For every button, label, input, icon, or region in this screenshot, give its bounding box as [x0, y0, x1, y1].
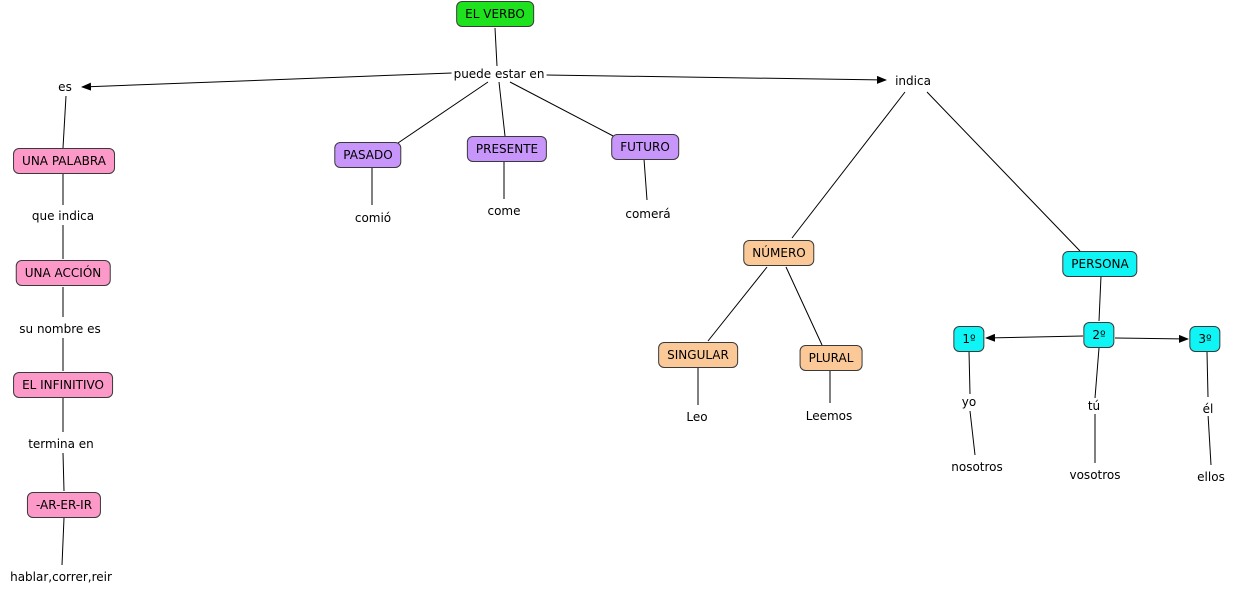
- link-es[interactable]: es: [56, 80, 74, 94]
- example-comera[interactable]: comerá: [623, 207, 673, 221]
- concept-segunda-persona[interactable]: 2º: [1083, 322, 1115, 348]
- example-leo[interactable]: Leo: [684, 410, 710, 424]
- concept-singular[interactable]: SINGULAR: [658, 342, 738, 368]
- link-que-indica[interactable]: que indica: [29, 209, 97, 223]
- concept-numero[interactable]: NÚMERO: [743, 240, 815, 266]
- example-nosotros[interactable]: nosotros: [949, 460, 1005, 474]
- concept-pasado[interactable]: PASADO: [334, 142, 402, 168]
- concept-presente[interactable]: PRESENTE: [466, 136, 548, 162]
- concept-una-accion[interactable]: UNA ACCIÓN: [15, 260, 111, 286]
- concept-primera-persona[interactable]: 1º: [953, 326, 985, 352]
- concept-plural[interactable]: PLURAL: [799, 345, 863, 371]
- concept-ar-er-ir[interactable]: -AR-ER-IR: [26, 492, 102, 518]
- example-leemos[interactable]: Leemos: [803, 409, 855, 423]
- example-yo[interactable]: yo: [959, 395, 979, 409]
- example-vosotros[interactable]: vosotros: [1067, 468, 1123, 482]
- link-indica[interactable]: indica: [893, 74, 933, 88]
- concept-una-palabra[interactable]: UNA PALABRA: [13, 148, 115, 174]
- concept-el-infinitivo[interactable]: EL INFINITIVO: [13, 372, 113, 398]
- example-hablar-correr-reir[interactable]: hablar,correr,reir: [8, 570, 114, 584]
- example-tu[interactable]: tú: [1085, 399, 1103, 413]
- example-ellos[interactable]: ellos: [1195, 470, 1227, 484]
- link-puede-estar-en[interactable]: puede estar en: [451, 67, 547, 81]
- example-el[interactable]: él: [1200, 402, 1216, 416]
- example-comio[interactable]: comió: [352, 211, 394, 225]
- concept-el-verbo[interactable]: EL VERBO: [456, 1, 534, 27]
- concept-tercera-persona[interactable]: 3º: [1189, 326, 1221, 352]
- concept-persona[interactable]: PERSONA: [1062, 251, 1138, 277]
- link-su-nombre-es[interactable]: su nombre es: [17, 322, 103, 336]
- link-termina-en[interactable]: termina en: [26, 437, 96, 451]
- concept-futuro[interactable]: FUTURO: [611, 134, 679, 160]
- example-come[interactable]: come: [485, 204, 523, 218]
